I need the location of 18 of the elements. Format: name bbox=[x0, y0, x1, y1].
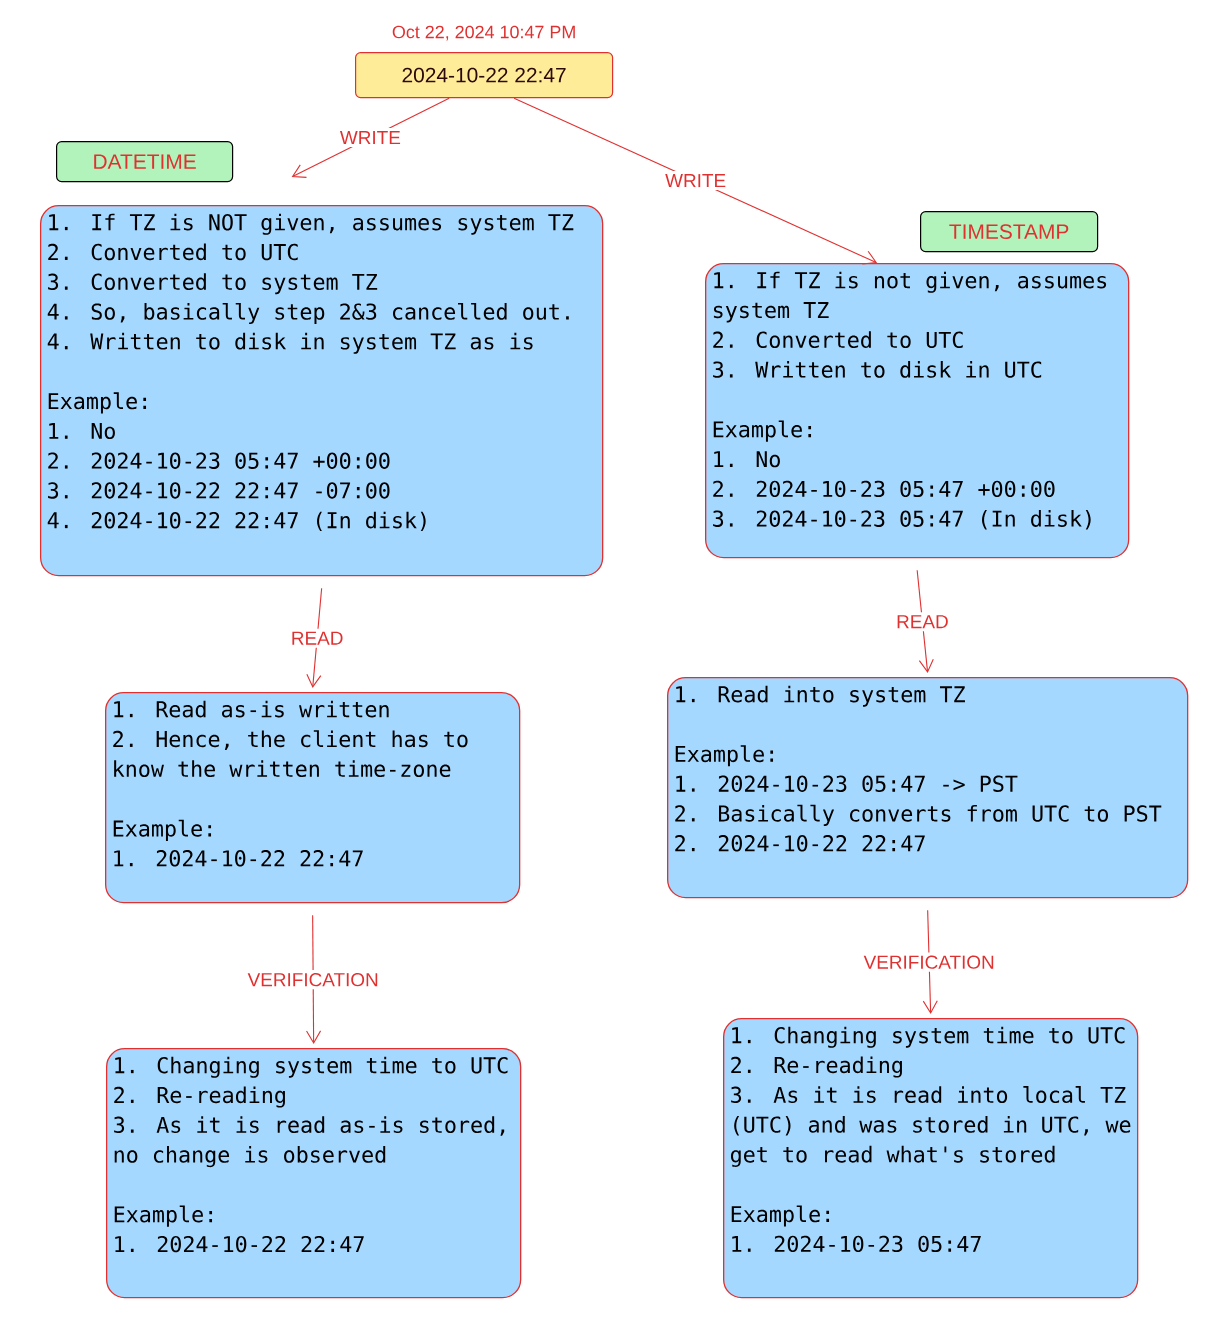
text-box: 1. If TZ is not given, assumes system TZ 2. Converted to UTC 3. Written to disk in UTC Example: 1. No 2. 2024-10-23 05:47 +00:00 3. 2024-10-23 05:47 (In disk) bbox=[705, 263, 1130, 559]
arrow bbox=[306, 914, 322, 1044]
edge-label: VERIFICATION bbox=[244, 969, 382, 990]
text-box: 1. If TZ is NOT given, assumes system TZ 2. Converted to UTC 3. Converted to system TZ 4. So, basically step 2&3 cancelled out. 4. Written to disk in system TZ as is Example: 1. No 2. 2024-10-23 05:47 +00:00 3. 2024-10-22 22:47 -07:00 4. 2024-10-22 22:47 (In disk) bbox=[40, 205, 604, 577]
text-box: 1. Read as-is written 2. Hence, the client has to know the written time-zone Example: 1. 2024-10-22 22:47 bbox=[105, 692, 521, 904]
edge-label: WRITE bbox=[662, 171, 730, 191]
arrow bbox=[513, 97, 878, 265]
label-tag: DATETIME bbox=[56, 141, 234, 183]
edge-label: VERIFICATION bbox=[860, 952, 998, 972]
edge-label: READ bbox=[893, 612, 952, 632]
text-box: 1. Read into system TZ Example: 1. 2024-10-23 05:47 -> PST 2. Basically converts from UTC to PST 2. 2024-10-22 22:47 bbox=[667, 677, 1189, 899]
edge-label: WRITE bbox=[336, 128, 404, 148]
text-box: 1. Changing system time to UTC 2. Re-reading 3. As it is read as-is stored, no change is observed Example: 1. 2024-10-22 22:47 bbox=[106, 1048, 522, 1299]
label-tag: TIMESTAMP bbox=[920, 211, 1099, 253]
timestamp-caption: Oct 22, 2024 10:47 PM bbox=[392, 25, 575, 41]
edge-label: READ bbox=[287, 628, 347, 648]
date-box: 2024-10-22 22:47 bbox=[355, 52, 614, 99]
text-box: 1. Changing system time to UTC 2. Re-reading 3. As it is read into local TZ (UTC) and was stored in UTC, we get to read what's stored Example: 1. 2024-10-23 05:47 bbox=[723, 1018, 1139, 1299]
